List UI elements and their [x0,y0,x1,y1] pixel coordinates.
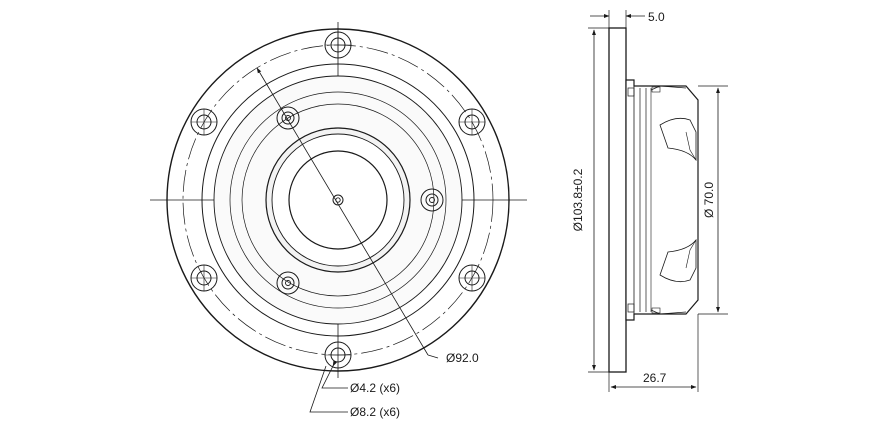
flange-diameter-label: Ø103.8±0.2 [571,168,585,231]
bolt-circle-leader [427,354,439,359]
side-terminal-bottom [627,303,635,313]
hole-leader [321,361,348,389]
body-ring-2 [229,91,447,309]
flange-outer-edge [166,28,510,372]
flange-thickness-label: 5.0 [648,10,665,24]
hole-center-marks [191,32,485,356]
body-diameter-label: Ø 70.0 [702,182,716,218]
center-pin-outer [332,194,344,206]
body-screw-bottom-left [276,271,300,295]
flange-inner-ring [201,63,475,337]
dome [288,150,388,250]
depth-label: 26.7 [643,371,667,385]
counterbore-leader [309,365,348,413]
body-ring-3 [241,103,435,297]
front-view [150,22,527,413]
hole-label: Ø4.2 (x6) [350,381,400,395]
side-fin-bottom [659,238,697,283]
side-fin-top [659,117,697,162]
bolt-circle-dimension-line [256,67,429,356]
counterbore-label: Ø8.2 (x6) [350,405,400,419]
side-flange [608,27,627,373]
side-terminal-top [627,87,635,97]
side-view [588,10,728,392]
side-body-outline [625,79,699,321]
body-screw-top-left [276,106,300,130]
body-screw-right [420,188,444,212]
bolt-circle-label: Ø92.0 [446,351,479,365]
